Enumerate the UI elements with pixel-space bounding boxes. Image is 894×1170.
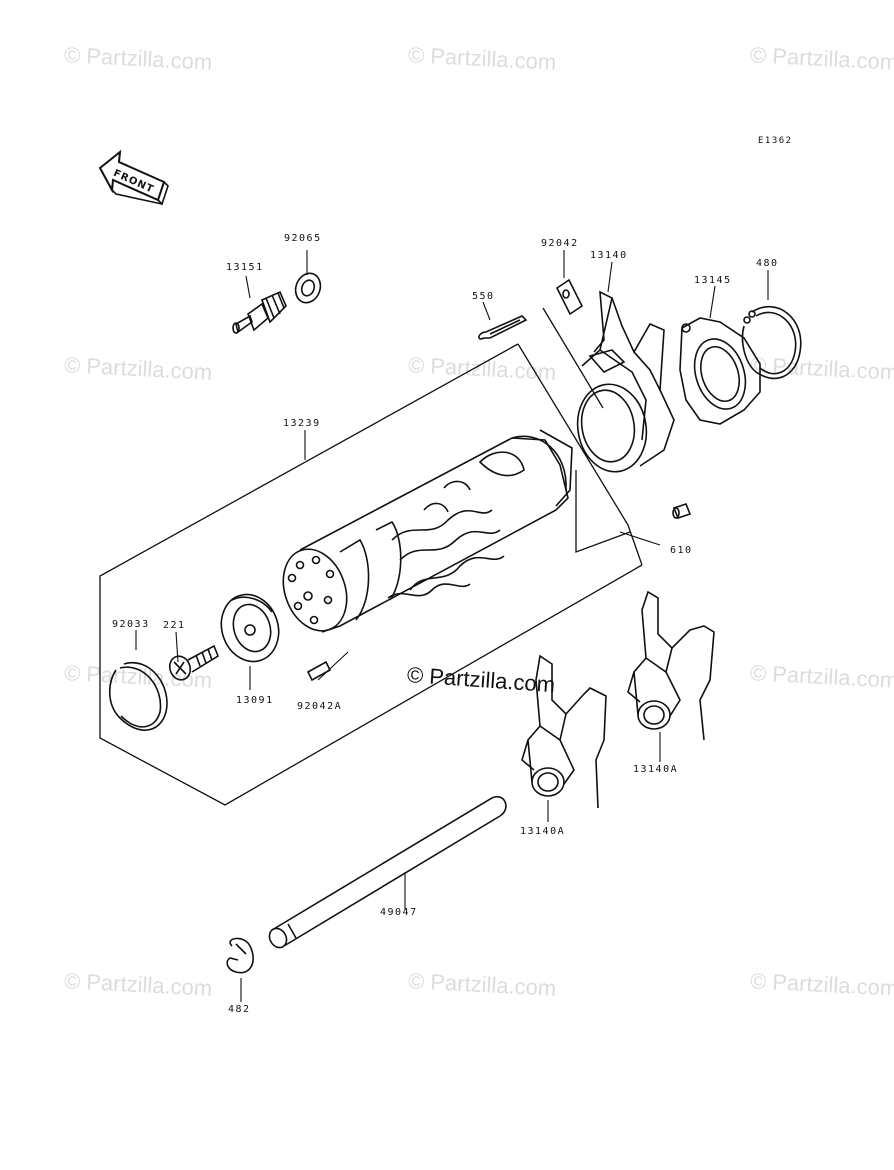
part-label-480: 480 [756, 258, 779, 269]
part-label-92065: 92065 [284, 233, 322, 244]
cotter-pin-550 [478, 315, 528, 340]
diagram-code: E1362 [758, 136, 793, 146]
front-arrow-icon [98, 149, 169, 206]
circlip-480 [741, 306, 802, 380]
plate-13145 [679, 317, 761, 425]
part-label-92042A: 92042A [297, 701, 343, 712]
washer-92065 [294, 272, 322, 304]
part-label-13151: 13151 [226, 262, 264, 273]
part-label-13140A: 13140A [633, 764, 679, 775]
shift-drum-13239 [282, 429, 573, 633]
screw-221 [168, 644, 219, 681]
ring-92033 [108, 661, 168, 731]
shift-fork-13140A-1 [521, 654, 607, 809]
part-label-13140A: 13140A [520, 826, 566, 837]
shift-fork-13140A-2 [627, 590, 715, 741]
cam-plate-13091 [220, 593, 280, 663]
leader-lines [135, 250, 769, 1002]
part-label-13091: 13091 [236, 695, 274, 706]
shift-fork-13140 [576, 290, 675, 473]
pin-92042A [306, 660, 332, 682]
pin-bracket-610 [575, 470, 631, 553]
neutral-switch-13151 [232, 290, 287, 334]
pin-bracket [542, 307, 604, 409]
part-label-482: 482 [228, 1004, 251, 1015]
part-label-13140: 13140 [590, 250, 628, 261]
part-label-550: 550 [472, 291, 495, 302]
pin-610 [672, 503, 692, 519]
part-label-13145: 13145 [694, 275, 732, 286]
part-label-221: 221 [163, 620, 186, 631]
part-label-610: 610 [670, 545, 693, 556]
shaft-49047 [268, 795, 507, 949]
part-label-13239: 13239 [283, 418, 321, 429]
part-label-92033: 92033 [112, 619, 150, 630]
assembly-outline [99, 343, 643, 806]
part-label-49047: 49047 [380, 907, 418, 918]
assembly-outline-inner [517, 343, 643, 566]
part-label-92042: 92042 [541, 238, 579, 249]
pin-92042 [555, 278, 584, 316]
e-clip-482 [226, 937, 254, 974]
